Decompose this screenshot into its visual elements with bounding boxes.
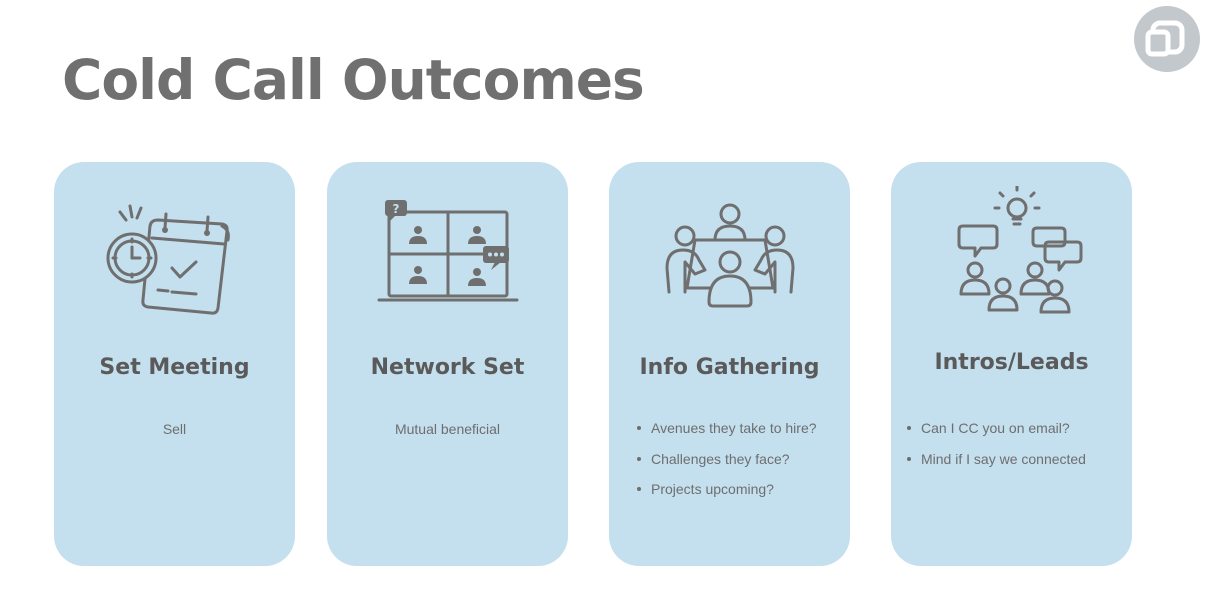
meeting-table-icon (665, 203, 794, 308)
calendar-clock-icon (106, 204, 230, 315)
list-item: Challenges they face? (635, 451, 817, 467)
card-title: Info Gathering (639, 355, 820, 380)
card-set-meeting: Set Meeting Sell (54, 162, 295, 566)
people-ideas-icon (957, 186, 1082, 314)
card-title: Set Meeting (99, 355, 250, 380)
list-item: Mind if I say we connected (905, 451, 1086, 467)
svg-text:?: ? (392, 202, 399, 216)
card-subtitle: Sell (162, 421, 187, 437)
video-conference-icon: ? (377, 200, 518, 302)
card-title: Network Set (370, 355, 525, 380)
bullet-list: Can I CC you on email? Mind if I say we … (905, 420, 1086, 481)
bullet-list: Avenues they take to hire? Challenges th… (635, 420, 817, 512)
rounded-square-logo-icon (1134, 6, 1200, 72)
card-subtitle: Mutual beneficial (394, 421, 501, 437)
card-info-gathering: Info Gathering Avenues they take to hire… (609, 162, 850, 566)
list-item: Projects upcoming? (635, 481, 817, 497)
list-item: Avenues they take to hire? (635, 420, 817, 436)
card-title: Intros/Leads (934, 350, 1089, 375)
list-item: Can I CC you on email? (905, 420, 1086, 436)
page-title: Cold Call Outcomes (62, 48, 645, 112)
card-intros-leads: Intros/Leads Can I CC you on email? Mind… (891, 162, 1132, 566)
card-network-set: ? Network Set Mutual beneficial (327, 162, 568, 566)
